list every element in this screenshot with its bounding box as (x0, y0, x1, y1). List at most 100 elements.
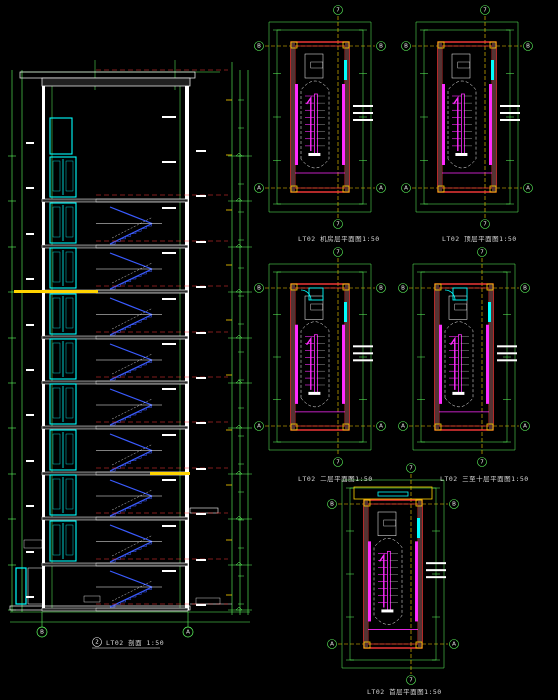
plan-axis-bubble-right-b: B (523, 41, 533, 51)
door-leaf-right (65, 433, 74, 465)
plan-axis-bubble-left-a: A (401, 183, 411, 193)
stair-step (110, 377, 116, 381)
level-symbol (235, 334, 243, 339)
plan-elevator-car (451, 53, 471, 79)
axis-bubble-label: A (404, 186, 408, 192)
level-symbol (235, 606, 243, 611)
plan-axis-bubble-left-b: B (254, 41, 264, 51)
plan-column (363, 641, 371, 649)
plan-axis-bubble-bottom: 7 (480, 219, 490, 229)
plan-elevator-label (310, 61, 323, 69)
plan-axis-bubble-top: 7 (406, 463, 416, 473)
axis-bubble (477, 247, 487, 257)
door-frame (49, 293, 77, 335)
plan-canopy-outline (353, 486, 433, 500)
stair-flight (96, 388, 162, 426)
level-text-mark (26, 278, 34, 280)
plan-note-mark (308, 391, 321, 395)
stair-step (130, 231, 137, 234)
stair-step (125, 597, 132, 600)
stair-step (125, 460, 132, 464)
elevator-door (49, 156, 77, 198)
elevator-door (49, 520, 77, 562)
plan-magenta-band (442, 84, 445, 165)
level-elev-mark (196, 377, 206, 379)
level-symbol (235, 379, 243, 384)
plan-stair-arrow (453, 95, 459, 151)
door-frame (49, 156, 77, 198)
ground-entry-frame (27, 567, 45, 605)
level-elev-mark (196, 195, 206, 197)
roof-slab (41, 77, 191, 87)
stair-text-mark (162, 343, 176, 345)
landing-slab (95, 380, 189, 385)
door-leaf-right (65, 387, 74, 419)
level-text-mark (26, 460, 34, 462)
plan-axis-bubble-left-a: A (254, 421, 264, 431)
stair-step (130, 367, 137, 371)
elevator-door (49, 202, 77, 244)
level-symbol (235, 243, 243, 248)
stair-step (146, 269, 152, 272)
roof-door (49, 117, 73, 155)
section-doors (15, 117, 77, 605)
stair-railing (111, 580, 153, 602)
stair-step (110, 332, 116, 336)
section-right-wall (185, 86, 189, 610)
door-leaf-left (52, 524, 61, 556)
stair-step (141, 317, 147, 320)
plan-axis-bubble-left-b: B (398, 283, 408, 293)
axis-bubble-label: B (257, 44, 261, 50)
plan-landing-arc (444, 321, 474, 408)
stair-text-mark (162, 434, 176, 436)
plan-door-leaf (452, 287, 468, 301)
stair-step (120, 508, 126, 512)
plan-magenta-band (368, 541, 371, 622)
level-elev-mark (196, 332, 206, 334)
plan-axis-bubble-top: 7 (480, 5, 490, 15)
plan-wall-fill-left (438, 42, 442, 192)
plan-elevator-label (310, 303, 323, 311)
plan-stair-arrow (379, 553, 385, 608)
axis-bubble (254, 41, 264, 51)
stair-step (141, 453, 147, 456)
stair-text-mark (162, 252, 176, 254)
stair-railing (111, 308, 153, 330)
section-title-block: 2 LT02 剖面 1:50 (92, 637, 164, 649)
axis-bubble (449, 499, 459, 509)
door-frame (49, 247, 77, 289)
plan-axis-bubble-left-a: A (398, 421, 408, 431)
plan-note-mark (353, 352, 373, 355)
plan-landing-arc (447, 80, 477, 169)
level-symbol (235, 424, 243, 429)
plan-side-door (344, 60, 347, 80)
stair-step (110, 241, 116, 245)
level-symbol (235, 515, 243, 520)
axis-bubble (480, 219, 490, 229)
stair-step (115, 375, 121, 378)
note-box (83, 595, 101, 603)
axis-bubble-label: B (526, 44, 530, 50)
plan-axis-bubble-top: 7 (477, 247, 487, 257)
axis-bubble (523, 183, 533, 193)
axis-bubble (376, 183, 386, 193)
plan-axis-bubble-left-b: B (254, 283, 264, 293)
landing-slab (95, 516, 189, 521)
stair-step (141, 498, 147, 502)
section-walls (9, 71, 232, 611)
section-dimension-lines (8, 60, 252, 627)
axis-bubble (477, 457, 487, 467)
stair-stringer (109, 297, 153, 316)
level-symbol (235, 197, 243, 202)
stair-step (146, 450, 152, 454)
door-leaf-right (65, 251, 74, 283)
axis-bubble-label: 7 (336, 8, 340, 14)
plan-axis-bubble-left-a: A (254, 183, 264, 193)
plan-wall-fill-left (364, 500, 368, 648)
plan-note-mark (497, 345, 517, 348)
level-text-mark (26, 233, 34, 235)
door-leaf-left (52, 387, 61, 419)
stair-step (130, 322, 137, 325)
stair-step (146, 496, 152, 499)
plan-note-mark (500, 105, 520, 107)
